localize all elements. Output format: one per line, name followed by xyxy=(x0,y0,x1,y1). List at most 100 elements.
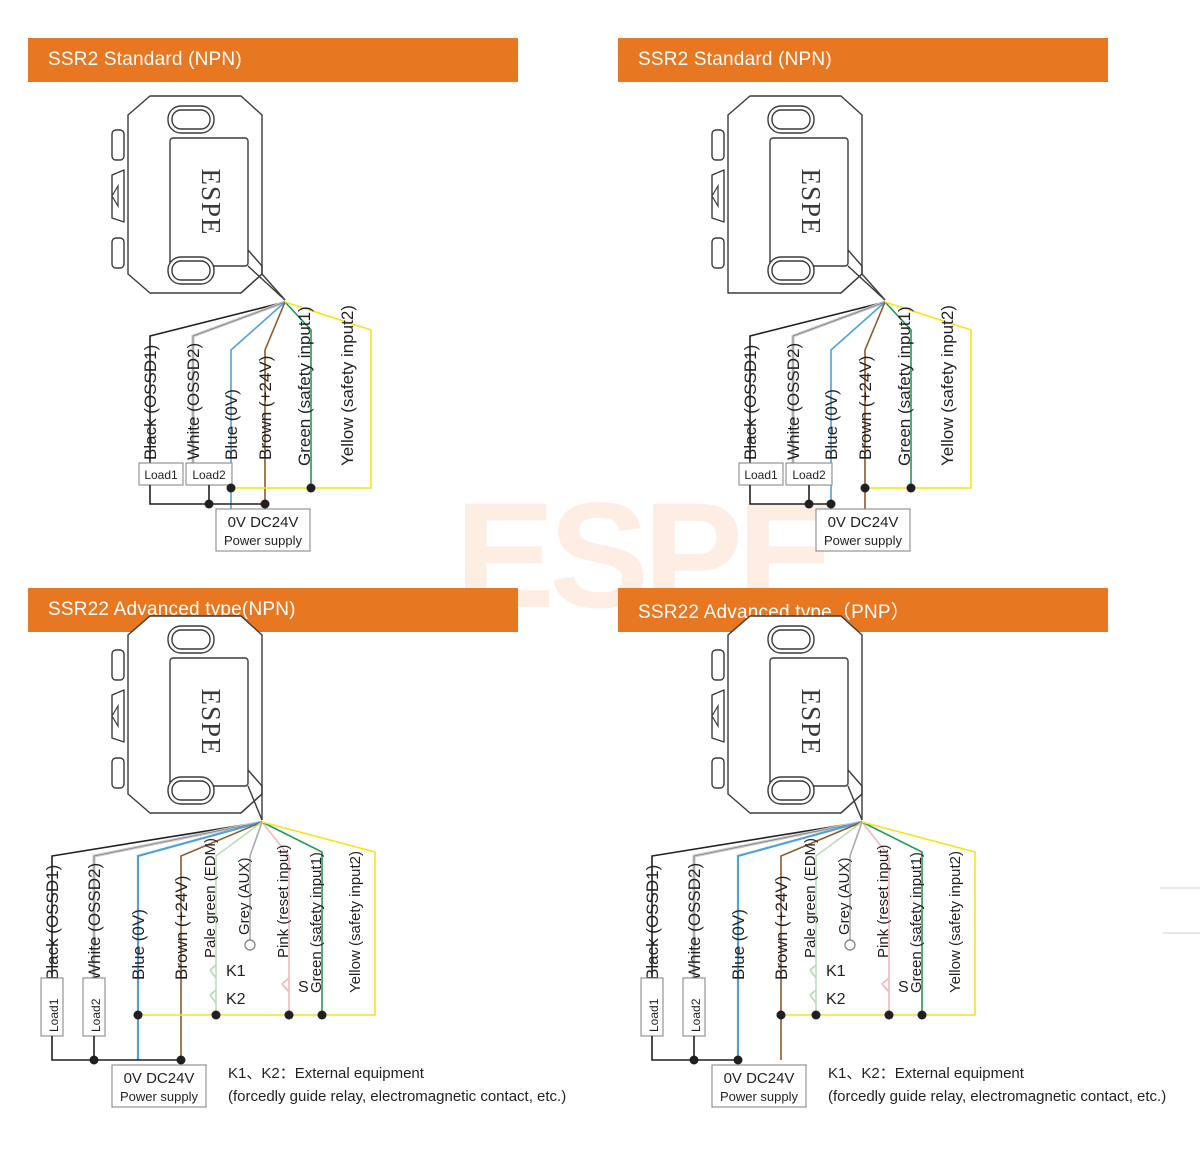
device-label-top-right: ESPE xyxy=(796,168,826,235)
junction-dot xyxy=(826,499,836,509)
load-label-1: Load1 xyxy=(744,468,778,482)
junction-dot xyxy=(804,499,814,509)
note-bottom-left: K1、K2：External equipment (forcedly guide… xyxy=(228,1065,566,1105)
junction-dots-bottom-right xyxy=(689,1010,927,1065)
wire-labels-top-right: Black (OSSD1) White (OSSD2) Blue (0V) Br… xyxy=(741,305,957,466)
junction-dot xyxy=(884,1010,894,1020)
contact-label-k1: K1 xyxy=(226,963,246,980)
wire-label-brown: Brown (+24V) xyxy=(172,876,191,980)
wire-brown-24v xyxy=(864,301,886,530)
power-supply-top-right: 0V DC24V Power supply xyxy=(815,508,911,552)
wire-label-brown: Brown (+24V) xyxy=(772,876,791,980)
aux-open-terminal xyxy=(244,939,256,951)
power-supply-label: Power supply xyxy=(120,1089,199,1104)
loads-bottom-left: Load1 Load2 xyxy=(40,977,106,1037)
wire-black-ossd1 xyxy=(51,821,263,985)
wire-label-yellow: Yellow (safety input2) xyxy=(347,851,364,993)
wire-bundle-bottom-right xyxy=(651,820,976,1060)
diagram-panel-ssr2-standard-npn-left: SSR2 Standard (NPN) ESPE xyxy=(0,10,600,570)
loads-top-left: Load1 Load2 xyxy=(138,462,233,486)
wire-blue-0v xyxy=(736,820,863,1060)
wire-labels-bottom-left: Black (OSSD1) White (OSSD2) Blue (0V) Br… xyxy=(43,838,364,993)
power-supply-terminals: 0V DC24V xyxy=(124,1070,195,1087)
direction-triangle-icon-bottom-right xyxy=(711,703,719,729)
junction-dot xyxy=(776,1010,786,1020)
direction-triangle-icon-top-left xyxy=(111,183,119,209)
wire-grey-aux xyxy=(249,821,263,940)
load-label-1: Load1 xyxy=(47,998,61,1032)
device-label-top-left: ESPE xyxy=(196,168,226,235)
wiring-diagram-svg-bottom-right: ESPE K1 K2 S xyxy=(640,615,1166,1108)
wire-label-black: Black (OSSD1) xyxy=(741,345,760,460)
wire-label-brown: Brown (+24V) xyxy=(256,356,275,460)
wiring-diagram-svg-top-left: ESPE Black (OSSD1) White (OSSD2) Blue (0… xyxy=(111,95,372,552)
reset-switch-contact xyxy=(881,977,890,993)
wire-yellow-safety2 xyxy=(231,301,372,489)
load-box-1 xyxy=(138,462,184,486)
power-supply-label: Power supply xyxy=(224,533,303,548)
wire-green-safety1 xyxy=(884,301,912,488)
junction-dot xyxy=(917,1010,927,1020)
junction-dot xyxy=(860,483,870,493)
wire-bundle-top-right xyxy=(749,300,972,530)
note-line-2: (forcedly guide relay, electromagnetic c… xyxy=(228,1088,566,1105)
panel-title-ssr22-advanced-npn: SSR22 Advanced type(NPN) xyxy=(28,588,518,632)
wire-label-white: White (OSSD2) xyxy=(184,343,203,460)
wiring-diagram-svg-top-right: ESPE Black (OSSD1) White (OSSD2) Blue (0… xyxy=(711,95,972,552)
reset-switch-contact xyxy=(281,977,290,993)
direction-triangle-icon-bottom-left xyxy=(111,703,119,729)
wire-label-grey: Grey (AUX) xyxy=(236,857,253,935)
sensor-device-bottom-right xyxy=(711,615,863,821)
panel-title-ssr2-standard-npn-left: SSR2 Standard (NPN) xyxy=(28,38,518,82)
power-supply-box xyxy=(711,1064,807,1108)
wire-brown-24v xyxy=(780,821,863,1060)
load-label-1: Load1 xyxy=(647,998,661,1032)
junction-dot xyxy=(733,1055,743,1065)
power-supply-top-left: 0V DC24V Power supply xyxy=(215,508,311,552)
wire-label-pink: Pink (reset input) xyxy=(275,845,292,958)
load-label-2: Load2 xyxy=(89,998,103,1032)
wire-label-blue: Blue (0V) xyxy=(822,389,841,460)
loads-top-right: Load1 Load2 xyxy=(738,462,833,486)
wire-label-palegreen: Pale green (EDM) xyxy=(202,838,219,958)
note-line-2: (forcedly guide relay, electromagnetic c… xyxy=(828,1088,1166,1105)
wire-label-green: Green (safety input1) xyxy=(308,852,325,993)
wire-labels-top-left: Black (OSSD1) White (OSSD2) Blue (0V) Br… xyxy=(141,305,357,466)
wire-label-black: Black (OSSD1) xyxy=(43,865,62,980)
panel-title-ssr22-advanced-pnp: SSR22 Advanced type（PNP） xyxy=(618,588,1108,632)
junction-dots-top-right xyxy=(804,483,916,509)
load-box-1 xyxy=(738,462,784,486)
wire-black-ossd1 xyxy=(149,301,286,465)
load-label-2: Load2 xyxy=(689,998,703,1032)
power-supply-bottom-left: 0V DC24V Power supply xyxy=(111,1064,207,1108)
diagram-panel-ssr22-advanced-pnp: SSR22 Advanced type（PNP） ESPE xyxy=(600,560,1200,1120)
wire-black-ossd1 xyxy=(749,301,886,465)
load-label-2: Load2 xyxy=(792,468,826,482)
junction-dot xyxy=(176,1055,186,1065)
wire-pink-reset xyxy=(261,821,290,1015)
wire-bundle-top-left xyxy=(149,300,372,530)
wire-label-white: White (OSSD2) xyxy=(685,863,704,980)
wire-label-yellow: Yellow (safety input2) xyxy=(338,305,357,466)
wire-label-white: White (OSSD2) xyxy=(85,863,104,980)
wire-brown-24v xyxy=(180,821,263,1060)
direction-triangle-icon-top-right xyxy=(711,183,719,209)
reset-switch-label: S xyxy=(298,979,309,996)
right-edge-artifact-top xyxy=(1160,887,1200,889)
panel-title-ssr2-standard-npn-right: SSR2 Standard (NPN) xyxy=(618,38,1108,82)
device-label-bottom-right: ESPE xyxy=(796,688,826,755)
aux-open-terminal xyxy=(844,939,856,951)
wire-palegreen-edm xyxy=(815,821,863,1015)
wiring-diagram-svg-bottom-left: ESPE K1 K2 xyxy=(40,615,566,1108)
junction-dot xyxy=(317,1010,327,1020)
junction-dot xyxy=(204,499,214,509)
power-supply-terminals: 0V DC24V xyxy=(228,514,299,531)
power-supply-label: Power supply xyxy=(720,1089,799,1104)
right-edge-artifact-bottom xyxy=(1163,932,1200,934)
wire-label-green: Green (safety input1) xyxy=(895,306,914,466)
contact-label-k2: K2 xyxy=(226,991,246,1008)
junction-dots-top-left xyxy=(204,483,316,509)
wire-label-blue: Blue (0V) xyxy=(129,909,148,980)
power-supply-box xyxy=(111,1064,207,1108)
junction-dot xyxy=(260,499,270,509)
